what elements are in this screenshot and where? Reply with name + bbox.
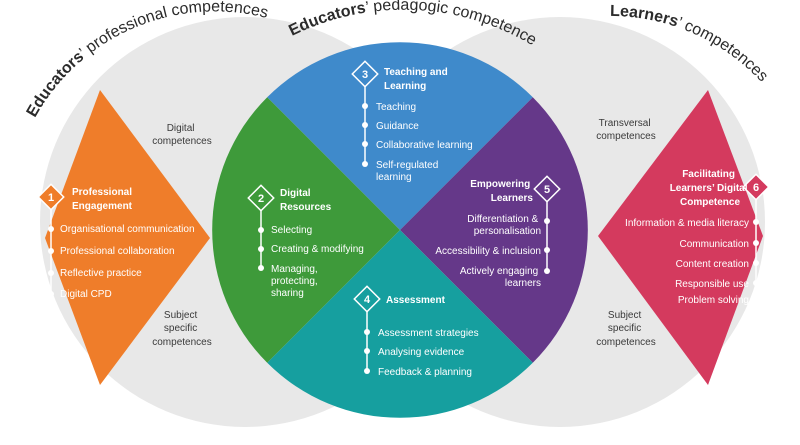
bullet [544, 268, 550, 274]
area-empowering-learners: 5 Empowering Learners Differentiation & … [435, 175, 561, 289]
list-item: Managing, protecting, sharing [271, 264, 320, 299]
bullet [258, 246, 264, 252]
number-diamond-5: 5 [533, 175, 561, 203]
list-item: Accessibility & inclusion [435, 246, 541, 257]
area-title: Empowering Learners [470, 179, 533, 204]
bullet [362, 103, 368, 109]
label-digital-competences: Digital competences [152, 123, 211, 147]
area-title: Digital Resources [280, 188, 332, 213]
sector-teaching-learning [267, 42, 533, 230]
list-item: Creating & modifying [271, 244, 364, 255]
list-item: Communication [680, 239, 749, 250]
bullet [364, 348, 370, 354]
area-title: Teaching and Learning [384, 67, 451, 92]
label-transversal-competences: Transversal competences [596, 118, 655, 142]
label-subject-specific-left: Subject specific competences [152, 310, 211, 348]
area-teaching-learning: 3 Teaching and Learning Teaching Guidanc… [351, 60, 473, 183]
svg-text:4: 4 [364, 294, 371, 306]
area-title: Assessment [386, 295, 446, 306]
list-item: Selecting [271, 225, 312, 236]
bullet [753, 219, 759, 225]
bullet [362, 141, 368, 147]
area-title: Professional Engagement [72, 187, 135, 212]
bullet [364, 329, 370, 335]
list-item: Responsible use [675, 279, 749, 290]
bullet [544, 218, 550, 224]
area-title: Facilitating Learners’ Digital Competenc… [670, 169, 751, 208]
pedagogic-sectors [212, 42, 588, 418]
number-diamond-4: 4 [353, 285, 381, 313]
bullet [258, 265, 264, 271]
triangle-facilitating [598, 90, 763, 385]
area-assessment: 4 Assessment Assessment strategies Analy… [353, 285, 479, 378]
list-item: Digital CPD [60, 289, 112, 300]
sector-digital-resources [212, 97, 400, 363]
number-diamond-2: 2 [247, 184, 275, 212]
list-item: Analysing evidence [378, 347, 465, 358]
list-item: Information & media literacy [625, 218, 749, 229]
bullet [362, 161, 368, 167]
number-diamond-1: 1 [37, 183, 65, 211]
list-item: Collaborative learning [376, 140, 473, 151]
bullet [753, 296, 759, 302]
bullet [753, 240, 759, 246]
bullet [544, 247, 550, 253]
label-subject-specific-right: Subject specific competences [596, 310, 655, 348]
list-item: Guidance [376, 121, 419, 132]
list-item: Teaching [376, 102, 416, 113]
list-item: Professional collaboration [60, 246, 175, 257]
list-item: Assessment strategies [378, 328, 479, 339]
svg-text:5: 5 [544, 184, 550, 196]
svg-text:1: 1 [48, 192, 54, 204]
list-item: Actively engaging learners [460, 266, 541, 289]
bullet [48, 270, 54, 276]
svg-text:3: 3 [362, 69, 368, 81]
triangle-professional-engagement [45, 90, 210, 385]
number-diamond-3: 3 [351, 60, 379, 88]
bullet [362, 122, 368, 128]
list-item: Organisational communication [60, 224, 195, 235]
list-item: Differentiation & personalisation [467, 214, 541, 237]
bullet [364, 368, 370, 374]
bullet [753, 280, 759, 286]
list-item: Content creation [676, 259, 749, 270]
sector-empowering-learners [400, 97, 588, 363]
bullet [258, 227, 264, 233]
bullet [48, 226, 54, 232]
list-item: Reflective practice [60, 268, 142, 279]
svg-text:6: 6 [753, 182, 759, 194]
list-item: Self-regulated learning [376, 160, 441, 183]
sector-assessment [267, 230, 533, 418]
svg-text:2: 2 [258, 193, 264, 205]
bullet [48, 248, 54, 254]
area-facilitating: 6 Facilitating Learners’ Digital Compete… [625, 169, 770, 306]
list-item: Feedback & planning [378, 367, 472, 378]
list-item: Problem solving [678, 295, 749, 306]
bullet [753, 260, 759, 266]
bullet [48, 291, 54, 297]
area-professional-engagement: 1 Professional Engagement Organisational… [37, 183, 195, 300]
number-diamond-6: 6 [742, 173, 770, 201]
area-digital-resources: 2 Digital Resources Selecting Creating &… [247, 184, 364, 299]
